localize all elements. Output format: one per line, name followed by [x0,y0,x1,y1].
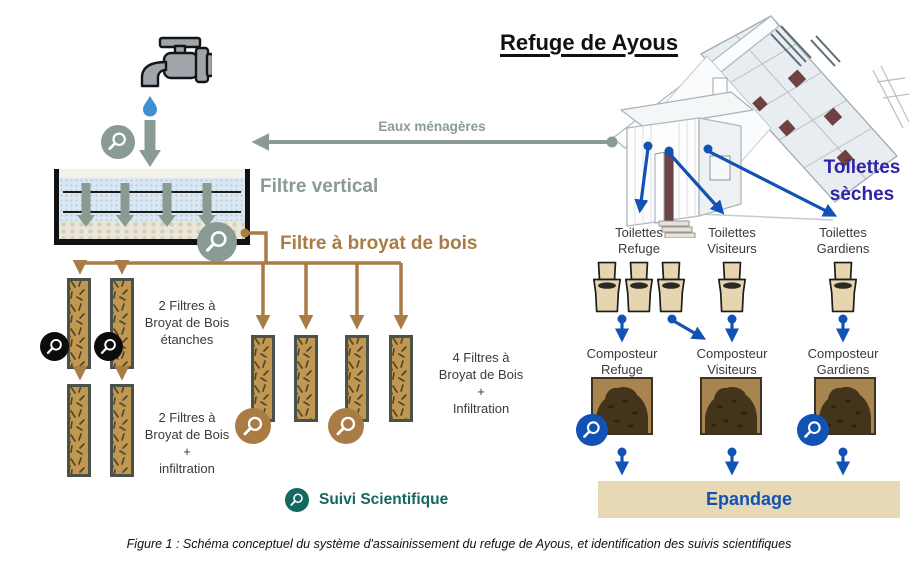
figure-caption: Figure 1 : Schéma conceptuel du système … [126,537,792,551]
infiltration-filter-column-2 [110,384,134,477]
inflow-arrow [139,120,161,167]
legend-label: Suivi Scientifique [319,491,449,508]
toilet-icon [591,261,623,313]
legend: Suivi Scientifique [285,488,448,512]
wood-filter-label: Filtre à broyat de bois [280,233,478,254]
magnifier-icon-wood-filter-1 [235,408,271,444]
greywater-flow-label: Eaux ménagères [378,119,486,134]
epandage-label: Epandage [705,489,793,509]
toilet-icon [827,261,859,313]
eaux-menageres-arrow [251,133,618,151]
vertical-filter-label: Filtre vertical [260,176,379,197]
wood-filter-column-1 [251,335,275,422]
toilet-icon [655,261,687,313]
magnifier-glyph [580,418,604,442]
dry-toilets-section-label: Toilettes sèches [823,157,901,205]
toilet-icon [716,261,748,313]
toilet-icon [623,261,655,313]
wood-filter-column-4 [389,335,413,422]
magnifier-glyph [288,491,306,509]
magnifier-glyph [240,413,267,440]
composter-visiteurs-icon [700,377,762,435]
composter-label-visiteurs: Composteur Visiteurs [696,346,768,377]
page-title: Refuge de Ayous [500,30,679,55]
magnifier-glyph [44,336,65,357]
toilet-group-label-refuge: Toilettes Refuge [615,225,663,256]
sealed-infiltration-filters-label: 2 Filtres à Broyat de Bois + infiltratio… [144,410,230,476]
tank-surface-layer [59,169,245,178]
sealed-filter-column-1 [67,278,91,369]
infiltration-filters-label: 4 Filtres à Broyat de Bois + Infiltratio… [438,350,524,416]
toilet-group-label-visiteurs: Toilettes Visiteurs [707,225,757,256]
tank-flow-arrows [63,183,241,227]
magnifier-icon-composter-refuge [576,414,608,446]
magnifier-glyph [333,413,360,440]
wood-filter-column-2 [294,335,318,422]
magnifier-icon-sealed-filter-2 [94,332,123,361]
magnifier-glyph [98,336,119,357]
epandage-banner: Epandage [598,481,900,518]
composter-label-gardiens: Composteur Gardiens [807,346,879,377]
toilet-group-label-gardiens: Toilettes Gardiens [816,225,870,256]
composter-label-refuge: Composteur Refuge [586,346,658,377]
magnifier-glyph [801,418,825,442]
magnifier-icon-composter-gardiens [797,414,829,446]
sealed-filters-label: 2 Filtres à Broyat de Bois étanches [144,298,230,347]
magnifier-icon-sealed-filter-1 [40,332,69,361]
faucet-icon [139,36,212,167]
water-drop-icon [143,96,157,117]
magnifier-icon-legend [285,488,309,512]
infiltration-filter-column-1 [67,384,91,477]
magnifier-glyph [105,129,130,154]
sealed-filter-column-2 [110,278,134,369]
magnifier-icon-wood-filter-3 [328,408,364,444]
magnifier-icon-inflow [101,125,135,159]
magnifier-icon-vertical-filter [197,222,237,262]
magnifier-glyph [202,227,232,257]
